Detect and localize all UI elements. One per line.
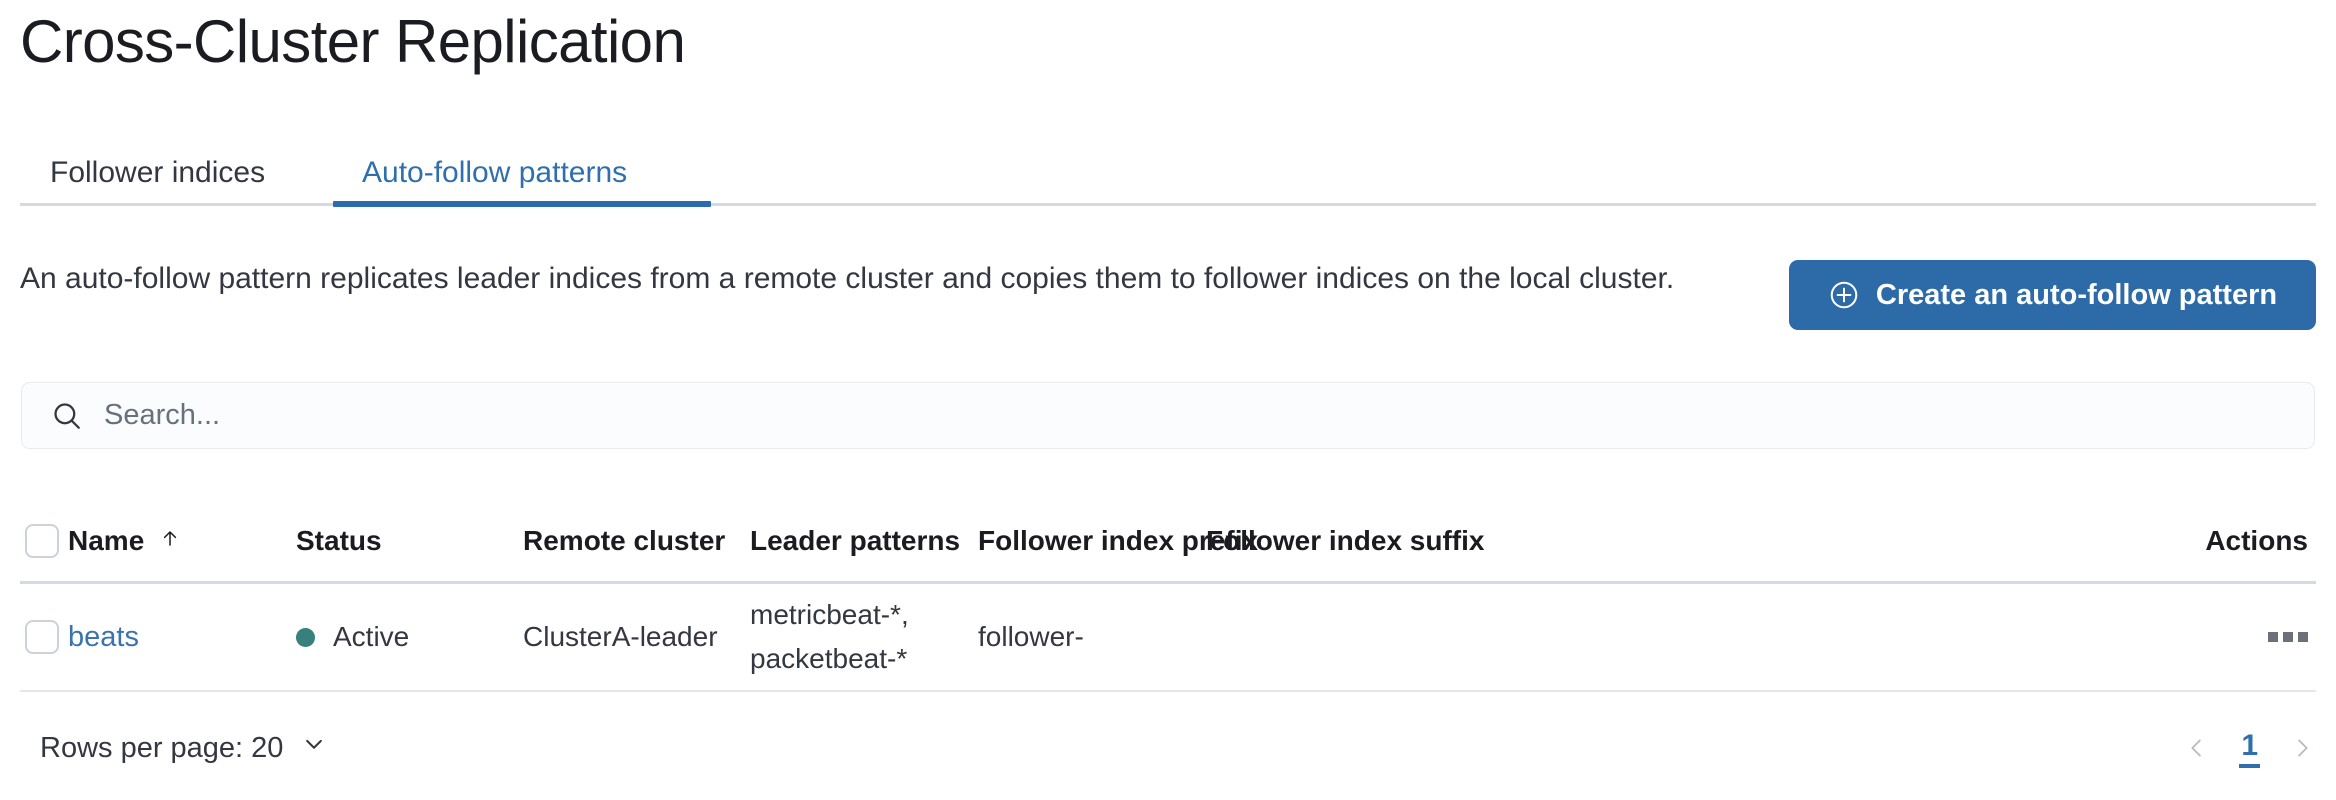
status-badge: Active	[296, 621, 409, 653]
search-icon	[50, 399, 84, 433]
column-header-actions-label: Actions	[2205, 524, 2308, 556]
select-all-checkbox-cell	[25, 500, 85, 581]
leader-pattern-item: metricbeat-*,	[750, 599, 909, 630]
create-auto-follow-pattern-label: Create an auto-follow pattern	[1875, 278, 2278, 311]
auto-follow-pattern-link[interactable]: beats	[68, 620, 139, 653]
more-actions-dot	[2283, 632, 2293, 642]
column-header-follower-index-suffix-label: Follower index suffix	[1206, 524, 1485, 556]
active-tab-indicator	[333, 201, 711, 207]
pagination-page-1[interactable]: 1	[2239, 728, 2260, 768]
column-header-remote-cluster[interactable]: Remote cluster	[523, 500, 725, 581]
tab-follower-indices[interactable]: Follower indices	[50, 140, 265, 206]
column-header-name[interactable]: Name	[68, 500, 182, 581]
cell-follower-index-prefix: follower-	[978, 621, 1084, 652]
cell-name: beats	[68, 584, 139, 690]
column-header-name-label: Name	[68, 524, 145, 556]
column-header-leader-patterns-label: Leader patterns	[750, 524, 961, 556]
auto-follow-patterns-table: Name Status Remote cluster Leader patter…	[20, 500, 2316, 692]
page-title: Cross-Cluster Replication	[20, 8, 686, 75]
arrow-up-icon	[158, 525, 182, 557]
more-actions-dot	[2268, 632, 2278, 642]
chevron-right-icon[interactable]	[2288, 734, 2316, 762]
column-header-status-label: Status	[296, 524, 382, 556]
status-label: Active	[333, 621, 410, 652]
create-auto-follow-pattern-button[interactable]: Create an auto-follow pattern	[1789, 260, 2316, 330]
table-header-row: Name Status Remote cluster Leader patter…	[20, 500, 2316, 584]
name-sort-control[interactable]: Name	[68, 525, 182, 557]
tab-bar: Follower indices Auto-follow patterns	[0, 140, 2336, 212]
more-actions-dot	[2298, 632, 2308, 642]
cell-leader-patterns: metricbeat-*, packetbeat-*	[750, 584, 909, 690]
tab-bar-divider	[20, 203, 2316, 206]
row-select-checkbox[interactable]	[25, 620, 59, 654]
search-input[interactable]	[104, 383, 2187, 448]
tab-follower-indices-label: Follower indices	[50, 156, 266, 189]
tab-auto-follow-patterns-label: Auto-follow patterns	[362, 156, 628, 189]
search-bar[interactable]	[21, 382, 2315, 449]
status-dot-icon	[296, 627, 315, 647]
leader-pattern-item: packetbeat-*	[750, 643, 908, 674]
column-header-follower-index-prefix[interactable]: Follower index prefix	[978, 500, 1258, 581]
chevron-down-icon	[299, 729, 329, 767]
table-row: beats Active ClusterA-leader metricbeat-…	[20, 584, 2316, 692]
tab-auto-follow-patterns[interactable]: Auto-follow patterns	[362, 140, 627, 206]
rows-per-page-label: Rows per page: 20	[40, 731, 284, 764]
column-header-follower-index-suffix[interactable]: Follower index suffix	[1206, 500, 1484, 581]
cell-actions	[2268, 584, 2316, 690]
column-header-status[interactable]: Status	[296, 500, 382, 581]
cell-status: Active	[296, 584, 409, 690]
column-header-follower-index-prefix-label: Follower index prefix	[978, 524, 1259, 556]
column-header-leader-patterns[interactable]: Leader patterns	[750, 500, 960, 581]
table-footer: Rows per page: 20 1	[20, 718, 2316, 788]
cell-remote-cluster: ClusterA-leader	[523, 621, 718, 652]
page-description: An auto-follow pattern replicates leader…	[20, 262, 1675, 295]
column-header-remote-cluster-label: Remote cluster	[523, 524, 726, 556]
chevron-left-icon[interactable]	[2183, 734, 2211, 762]
select-all-checkbox[interactable]	[25, 523, 59, 558]
rows-per-page-select[interactable]: Rows per page: 20	[40, 718, 329, 778]
more-actions-icon[interactable]	[2268, 632, 2308, 642]
plus-in-circle-icon	[1828, 279, 1860, 311]
column-header-actions: Actions	[2205, 500, 2316, 581]
row-select-checkbox-cell	[25, 584, 85, 690]
pagination: 1	[2183, 718, 2316, 778]
